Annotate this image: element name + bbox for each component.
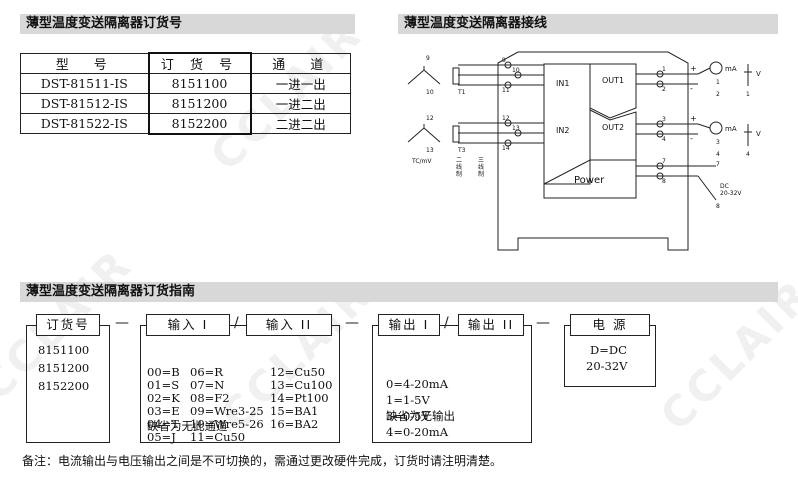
guide-output-box [372,325,532,443]
label-minus-2: - [690,134,693,143]
header-model: 型 号 [20,52,149,74]
table-row: DST-81511-IS 8151100 一进一出 [20,73,351,94]
v-4-num: 4 [746,151,750,158]
terminal-8: 8 [662,178,666,185]
terminal-10: 10 [512,67,520,74]
label-three-wire: 三线制 [478,157,484,178]
tc-13: 13 [426,147,434,154]
section-title-wiring: 薄型温度变送隔离器接线 [398,14,778,34]
guide-power-line: D=DC [590,343,627,357]
out-3: 3 [716,139,720,146]
guide-input1-header: 输入 I [146,314,230,336]
terminal-3: 3 [662,116,666,123]
dash-separator: — [536,315,550,331]
terminal-11: 11 [502,87,510,94]
dash-separator: — [345,315,359,331]
label-ma-2: mA [725,125,737,133]
guide-order-header: 订货号 [36,314,100,336]
cell-channel: 一进一出 [250,73,351,94]
out-7: 7 [716,161,720,168]
cell-channel: 二进二出 [250,113,351,134]
guide-order-line: 8151200 [38,361,90,375]
cell-order-no: 8151200 [147,93,252,114]
guide-output2-header: 输出 II [458,314,524,336]
guide-output-footer: 缺省为无输出 [386,409,455,423]
wiring-diagram: IN1 IN2 OUT1 OUT2 Power TC/mV 二线制 三线制 mA… [407,51,761,251]
label-power: Power [574,175,605,186]
label-plus-2: + [690,114,697,123]
label-tc: TC/mV [411,158,432,165]
rtd-t1: T1 [457,89,466,96]
table-row: DST-81512-IS 8151200 一进二出 [20,93,351,114]
cell-model: DST-81522-IS [20,113,149,134]
cell-channel: 一进二出 [250,93,351,114]
label-v-1: V [756,70,761,78]
v-1-num: 1 [746,91,750,98]
out-8: 8 [716,203,720,210]
terminal-2: 2 [662,86,666,93]
footnote: 备注：电流输出与电压输出之间是不可切换的，需通过更改硬件完成，订货时请注明清楚。 [22,454,503,468]
section-title-guide: 薄型温度变送隔离器订货指南 [20,282,778,302]
guide-input2-header: 输入 II [246,314,332,336]
terminal-7: 7 [662,158,666,165]
tc-9: 9 [426,55,430,62]
out-2: 2 [716,91,720,98]
guide-output1-header: 输出 I [378,314,440,336]
guide-order-line: 8152200 [38,379,90,393]
label-ma-1: mA [725,65,737,73]
slash-separator: / [234,315,239,331]
guide-power-line: 20-32V [586,359,628,373]
label-plus-1: + [690,64,697,73]
cell-order-no: 8152200 [147,113,252,135]
table-header-row: 型 号 订 货 号 通 道 [20,52,351,74]
cell-model: DST-81512-IS [20,93,149,114]
model-table: 型 号 订 货 号 通 道 DST-81511-IS 8151100 一进一出 … [20,52,351,135]
terminal-13: 13 [512,125,520,132]
label-minus-1: - [690,84,693,93]
label-in1: IN1 [556,79,569,88]
table-row: DST-81522-IS 8152200 二进二出 [20,113,351,135]
header-order-no: 订 货 号 [147,52,252,74]
terminal-12: 12 [502,115,510,122]
terminal-14: 14 [502,145,510,152]
dash-separator: — [115,315,129,331]
terminal-4: 4 [662,136,666,143]
guide-power-header: 电 源 [570,314,650,336]
label-in2: IN2 [556,126,569,135]
header-channel: 通 道 [250,52,351,74]
guide-input-footer: 缺省为无此通道 [147,419,228,433]
rtd-t3: T3 [457,147,466,154]
section-title-models: 薄型温度变送隔离器订货号 [20,14,355,34]
out-4: 4 [716,151,720,158]
cell-model: DST-81511-IS [20,73,149,94]
terminal-9: 9 [502,57,506,64]
label-out2: OUT2 [602,123,624,132]
guide-input-box [140,325,340,443]
slash-separator: / [444,315,449,331]
label-v-2: V [756,130,761,138]
guide-order-line: 8151100 [38,343,90,357]
label-two-wire: 二线制 [456,157,462,178]
label-out1: OUT1 [602,76,624,85]
cell-order-no: 8151100 [147,73,252,94]
out-1: 1 [716,79,720,86]
tc-12: 12 [426,115,434,122]
terminal-1: 1 [662,66,666,73]
tc-10: 10 [426,89,434,96]
